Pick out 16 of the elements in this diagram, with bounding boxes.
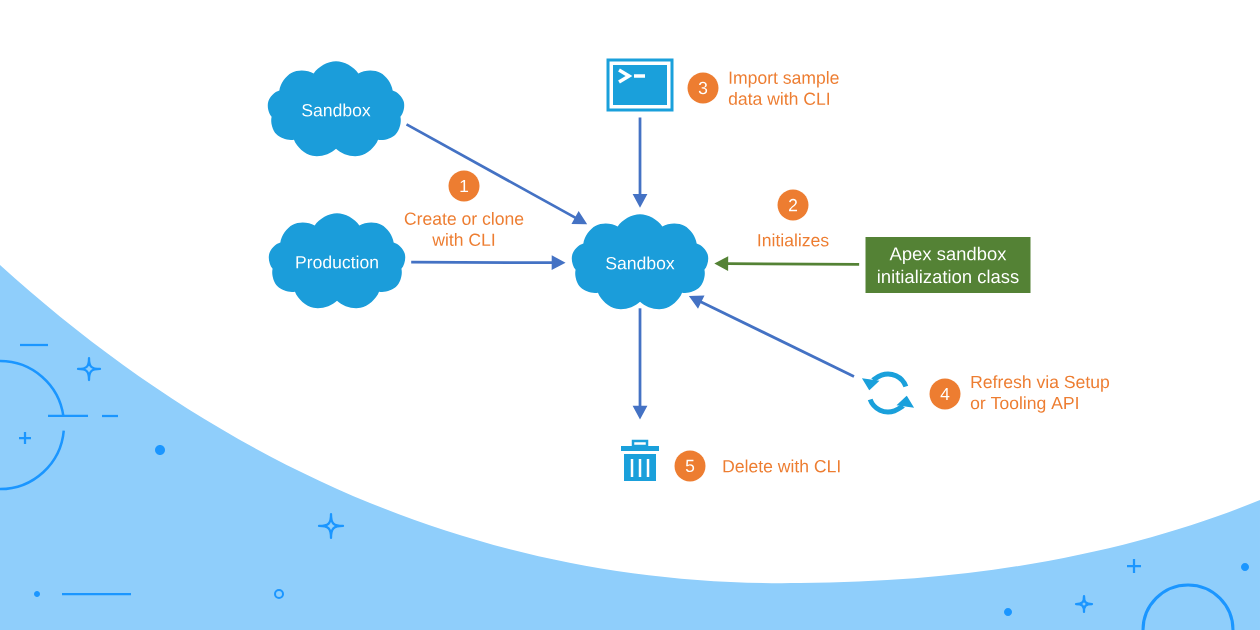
cloud: Sandbox: [267, 61, 405, 157]
step-number: 2: [777, 189, 809, 221]
step-label: Import sample data with CLI: [728, 71, 839, 105]
trash-icon: [621, 439, 659, 481]
step-label: Delete with CLI: [723, 459, 840, 473]
terminal-icon: [606, 58, 674, 112]
step-label: Create or clone with CLI: [404, 212, 524, 246]
process-box: Apex sandbox initialization class: [865, 237, 1031, 293]
step-number: 5: [674, 450, 706, 482]
cloud: Production: [268, 213, 406, 309]
step-number: 4: [929, 378, 961, 410]
cloud: Sandbox: [571, 214, 709, 310]
step-label: Initializes: [758, 233, 829, 247]
step-label: Refresh via Setup or Tooling API: [970, 375, 1110, 413]
step-number: 3: [687, 72, 719, 104]
step-number: 1: [448, 170, 480, 202]
